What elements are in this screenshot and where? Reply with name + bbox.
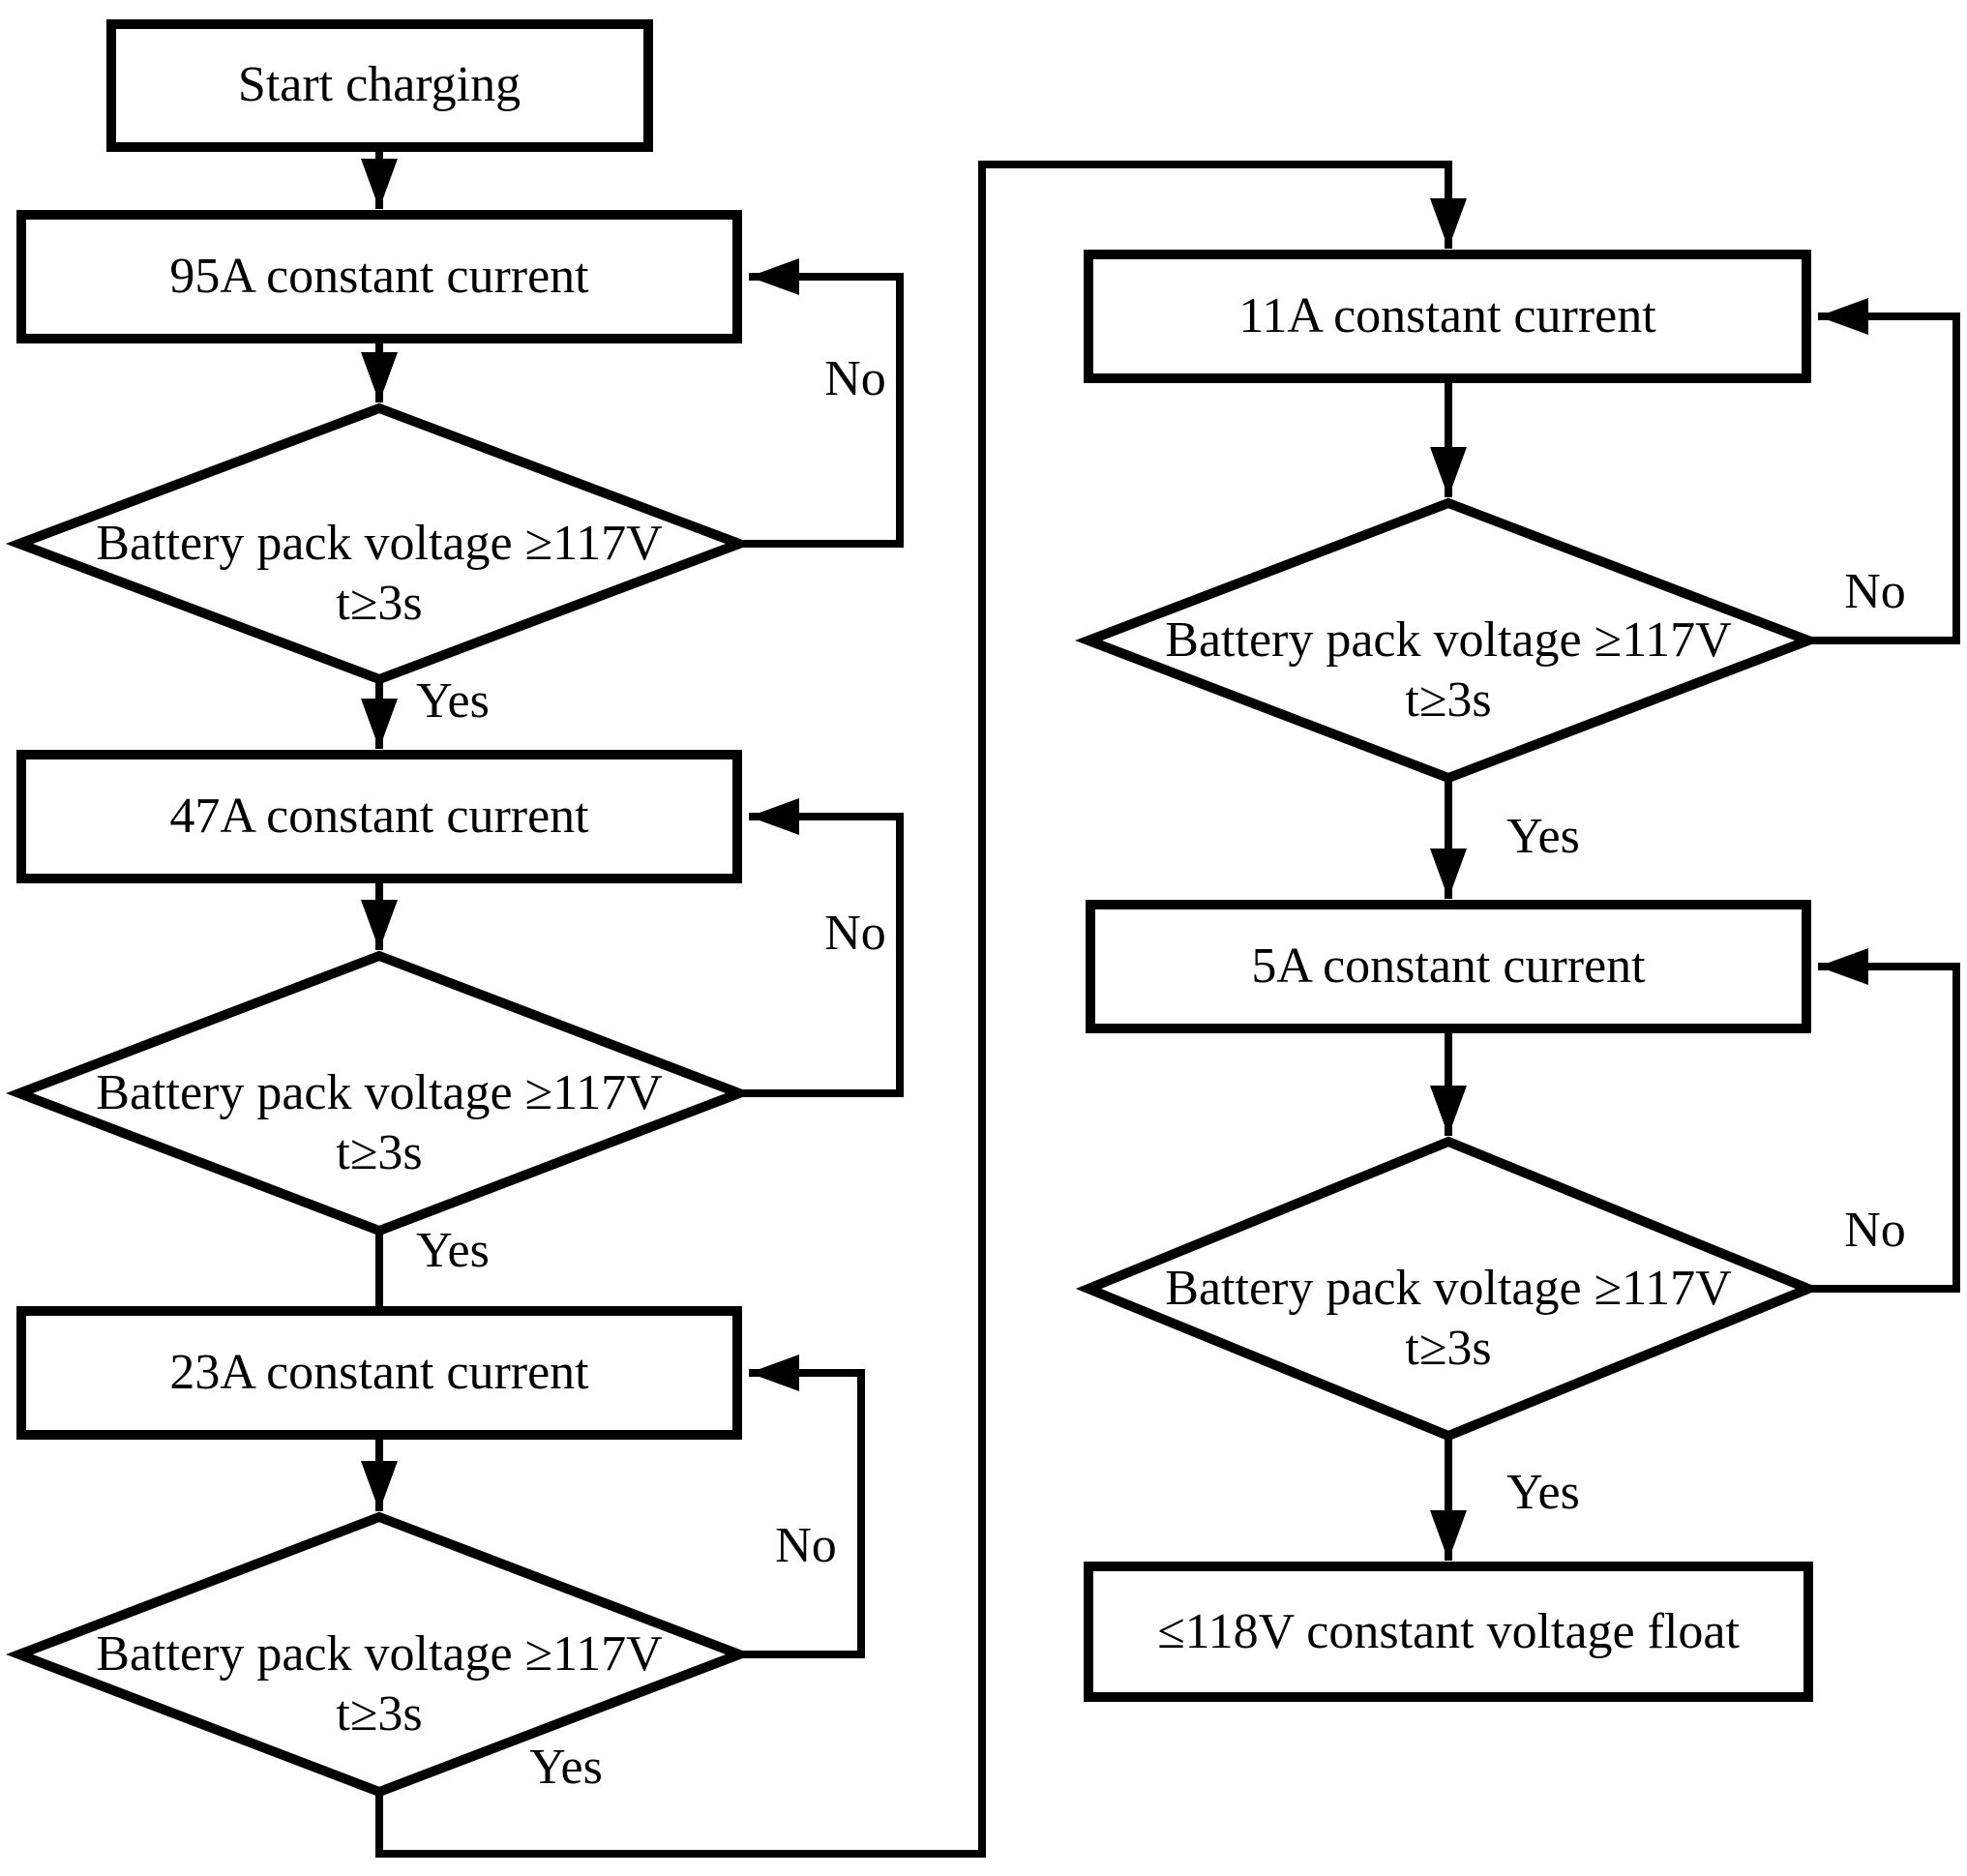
process-box-95a [16, 210, 742, 343]
start-label: Start charging [237, 57, 522, 112]
process-box-47a [16, 750, 742, 883]
check2-line2: t≥3s [336, 1125, 423, 1180]
check2-line1: Battery pack voltage ≥117V [96, 1065, 663, 1120]
stage2-label: 47A constant current [169, 789, 589, 844]
stage4-label: 11A constant current [1238, 288, 1656, 343]
check4-no-label: No [1844, 564, 1906, 619]
check5-label: Battery pack voltage ≥117V t≥3s [1165, 1259, 1731, 1379]
check4-label: Battery pack voltage ≥117V t≥3s [1165, 610, 1731, 730]
decision-diamond-check2 [5, 950, 754, 1236]
check4-yes-label: Yes [1506, 809, 1580, 864]
check2-label: Battery pack voltage ≥117V t≥3s [96, 1063, 662, 1183]
check1-line1: Battery pack voltage ≥117V [96, 516, 663, 571]
terminator-start-charging [106, 19, 653, 152]
check2-no-label: No [824, 906, 886, 961]
check2-yes-label: Yes [416, 1223, 490, 1278]
edge-check5-no-loop [1808, 948, 1960, 1293]
check4-line2: t≥3s [1405, 672, 1492, 728]
check3-yes-label: Yes [529, 1740, 603, 1795]
stage5-label: 5A constant current [1251, 938, 1646, 994]
decision-diamond-check4 [1074, 497, 1823, 784]
check1-label: Battery pack voltage ≥117V t≥3s [96, 514, 662, 634]
check5-no-label: No [1844, 1203, 1906, 1258]
check1-yes-label: Yes [416, 673, 490, 729]
check3-no-label: No [775, 1518, 837, 1573]
process-box-5a [1086, 900, 1811, 1033]
edge-check4-no-loop [1808, 298, 1960, 644]
process-box-float-charge [1084, 1562, 1813, 1702]
check3-line1: Battery pack voltage ≥117V [96, 1626, 663, 1682]
check5-line2: t≥3s [1405, 1321, 1492, 1376]
check3-label: Battery pack voltage ≥117V t≥3s [96, 1624, 662, 1744]
decision-diamond-check3 [5, 1511, 754, 1798]
check4-line1: Battery pack voltage ≥117V [1165, 612, 1732, 668]
edge-check2-no-loop [739, 798, 904, 1097]
edge-check1-no-loop [739, 258, 904, 548]
check1-no-label: No [824, 351, 886, 406]
decision-diamond-check5 [1075, 1136, 1822, 1442]
final-label: ≤118V constant voltage float [1157, 1604, 1740, 1659]
process-box-23a [16, 1306, 742, 1440]
process-box-11a [1084, 250, 1811, 383]
check3-line2: t≥3s [336, 1686, 423, 1742]
decision-diamond-check1 [5, 402, 754, 685]
check5-line1: Battery pack voltage ≥117V [1165, 1261, 1732, 1316]
edge-check3-yes-route-to-11a [375, 161, 1467, 1858]
check1-line2: t≥3s [336, 576, 423, 631]
check5-yes-label: Yes [1506, 1465, 1580, 1520]
edge-check3-no-loop [739, 1355, 865, 1658]
stage1-label: 95A constant current [169, 249, 589, 304]
stage3-label: 23A constant current [169, 1345, 589, 1400]
